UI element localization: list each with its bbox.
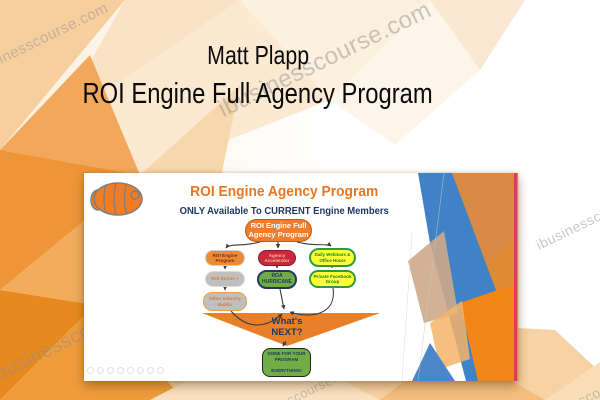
slide-corner-art bbox=[401, 173, 518, 381]
control-circle-icon bbox=[117, 367, 124, 374]
flow-node-roa-hurricane: ROA HURRICANE bbox=[257, 270, 297, 289]
author-name: Matt Plapp bbox=[207, 40, 309, 70]
control-circle-icon bbox=[97, 367, 104, 374]
done-text: DONE FOR YOUR PROGRAM bbox=[267, 351, 306, 362]
flow-node-done-for-you: DONE FOR YOUR PROGRAM EVERYTHING! bbox=[262, 348, 311, 377]
slide-control-icons bbox=[87, 367, 164, 374]
slide-heading: ROI Engine Agency Program ONLY Available… bbox=[144, 183, 424, 219]
flow-node-other-industry-builds: Other Industry Builds bbox=[203, 292, 247, 311]
flow-node-private-facebook-group: Private Facebook Group bbox=[309, 270, 356, 288]
flow-node-agency-accelerator: Agency Accelerator bbox=[258, 250, 296, 266]
flow-node-root: ROI Engine Full Agency Program bbox=[245, 219, 312, 242]
slide-subtitle: ONLY Available To CURRENT Engine Members bbox=[179, 205, 389, 217]
page-title: ROI Engine Full Agency Program bbox=[82, 78, 434, 110]
done-footer: EVERYTHING! bbox=[271, 368, 302, 374]
whats-next-label: What's NEXT? bbox=[271, 316, 303, 339]
whats-next-arrow-shape bbox=[202, 313, 380, 346]
control-circle-icon bbox=[87, 367, 94, 374]
control-circle-icon bbox=[157, 367, 164, 374]
flow-node-roi-engine-program: ROI Engine Program bbox=[205, 250, 245, 266]
control-circle-icon bbox=[127, 367, 134, 374]
flowchart-connectors bbox=[202, 241, 380, 347]
control-circle-icon bbox=[147, 367, 154, 374]
flow-node-daily-webinars: Daily Webinars & Office Hours bbox=[309, 248, 356, 267]
control-circle-icon bbox=[137, 367, 144, 374]
header: Matt Plapp ROI Engine Full Agency Progra… bbox=[0, 40, 516, 111]
red-stripe bbox=[514, 173, 517, 381]
control-circle-icon bbox=[107, 367, 114, 374]
fist-icon bbox=[90, 182, 143, 216]
flow-node-roi-extras: ROI Extras + bbox=[205, 271, 245, 287]
slide-title: ROI Engine Agency Program bbox=[189, 183, 379, 200]
slide-card: ROI Engine Agency Program ONLY Available… bbox=[84, 173, 518, 381]
